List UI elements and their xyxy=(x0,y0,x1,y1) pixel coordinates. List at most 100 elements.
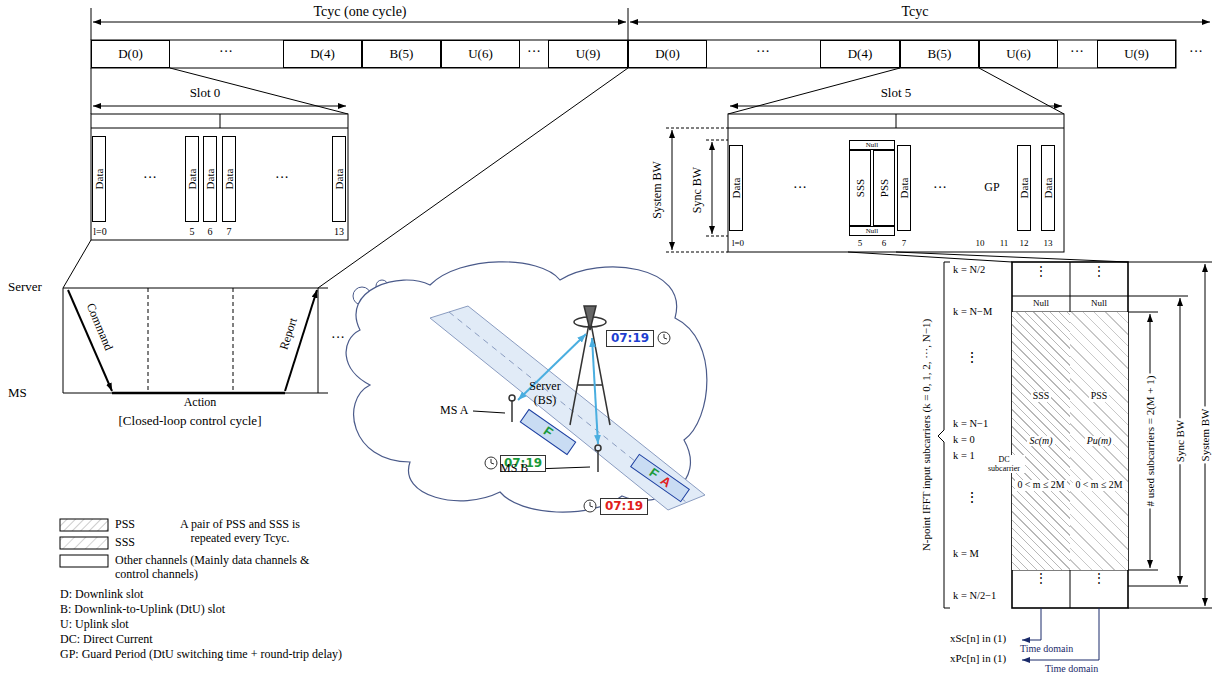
node-text: Data xyxy=(333,169,345,190)
frame-line xyxy=(220,114,221,128)
grid-line xyxy=(1012,296,1128,297)
annotation-label: ⋮ xyxy=(965,490,979,506)
node-text: Sc(m) xyxy=(1027,436,1054,447)
node-text: 0 < m ≤ 2M xyxy=(1073,480,1124,491)
node-text: Null xyxy=(866,228,878,235)
tower-brace xyxy=(578,384,602,386)
node-text: Null xyxy=(1033,299,1049,309)
zoom-line xyxy=(91,68,92,114)
cycle-tick xyxy=(628,8,629,40)
slot-box: D(0) xyxy=(628,40,707,68)
node-text: A xyxy=(658,473,674,490)
legend-text: SSS xyxy=(115,536,135,550)
null-box: Null xyxy=(849,226,895,236)
annotation-label: 5 xyxy=(858,238,863,248)
bw-extension xyxy=(666,252,728,253)
annotation-label: MS xyxy=(8,386,27,401)
ms-antenna-tip xyxy=(509,395,515,401)
bw-extension xyxy=(706,236,728,237)
annotation-label: ··· xyxy=(756,44,770,60)
node-text: Data xyxy=(204,169,216,190)
clock-icon xyxy=(584,500,596,512)
channel-box: PSS xyxy=(873,150,895,226)
annotation-label: GP: Guard Period (DtU switching time + r… xyxy=(60,648,342,662)
node-text: Data xyxy=(223,169,235,190)
annotation-label: MS A xyxy=(440,404,468,418)
annotation-label: 13 xyxy=(1044,238,1053,248)
cycle-tick xyxy=(91,8,92,40)
node-text: Data xyxy=(730,178,742,199)
annotation-label: l=0 xyxy=(93,226,106,238)
slot-frame xyxy=(728,114,1064,252)
clock-display: 07:19 xyxy=(606,330,654,347)
cycle-arrow xyxy=(630,22,1210,23)
slot-box: U(6) xyxy=(979,40,1058,68)
node-text: D(0) xyxy=(655,47,680,61)
annotation-label: 10 xyxy=(976,238,985,248)
slot-frame xyxy=(91,114,348,240)
annotation-label: ⋮ xyxy=(1035,265,1047,279)
annotation-label: Tcyc (one cycle) xyxy=(311,4,408,20)
cycle-arrow xyxy=(93,22,626,23)
node-text: SSS xyxy=(1031,391,1051,402)
node-text: U(6) xyxy=(468,47,493,61)
slot-divider xyxy=(233,288,234,393)
node-text: SSS xyxy=(854,179,866,197)
annotation-label: [Closed-loop control cycle] xyxy=(119,414,262,429)
ms-antenna xyxy=(597,450,599,472)
clock-icons xyxy=(485,332,670,512)
bs-tower xyxy=(570,306,610,425)
radio-link xyxy=(592,338,598,444)
zoom-line xyxy=(728,68,900,114)
annotation-label: xPc[n] in (1) xyxy=(950,652,1006,665)
slot-box: D(4) xyxy=(820,40,900,68)
zoom-line xyxy=(979,68,1064,114)
clock-icon xyxy=(658,332,670,344)
annotation-label: U: Uplink slot xyxy=(60,618,129,632)
clock-hands xyxy=(664,334,667,339)
slot-box: D(4) xyxy=(283,40,362,68)
pss-swatch xyxy=(60,519,108,531)
channel-box: Data xyxy=(1017,145,1031,231)
node-text: Pu(m) xyxy=(1085,436,1114,447)
node-text: F xyxy=(541,424,556,440)
leader-line xyxy=(473,411,505,413)
annotation-label: k = 1 xyxy=(953,450,975,462)
annotation-label: ··· xyxy=(331,330,345,346)
annotation-label: 5 xyxy=(190,226,195,238)
bw-extension xyxy=(1128,586,1188,587)
legend-text: Other channels (Mainly data channels & c… xyxy=(115,554,345,582)
node-text: B(5) xyxy=(390,47,414,61)
node-text: Null xyxy=(866,142,878,149)
slot-box: U(9) xyxy=(1097,40,1176,68)
bw-extension xyxy=(706,140,728,141)
annotation-label: ··· xyxy=(1189,44,1203,60)
channel-box: Data xyxy=(185,136,199,222)
annotation-label: 12 xyxy=(1020,238,1029,248)
zoom-line xyxy=(170,68,348,114)
annotation-label: Slot 0 xyxy=(188,86,223,101)
slot-box: D(0) xyxy=(91,40,170,68)
annotation-label: System BW xyxy=(1199,407,1212,464)
annotation-label: ··· xyxy=(219,44,233,60)
node-text: Data xyxy=(93,169,105,190)
node-text: 0 < m ≤ 2M xyxy=(1015,480,1066,491)
channel-box: Data xyxy=(332,136,346,222)
node-text: 07:19 xyxy=(605,500,643,513)
guard-period: GP xyxy=(968,150,1016,226)
annotation-label: Time domain xyxy=(1020,643,1073,655)
annotation-label: System BW xyxy=(651,159,665,221)
annotation-label: Sync BW xyxy=(691,165,705,215)
bw-extension xyxy=(1128,296,1188,297)
node-text: Data xyxy=(898,178,910,199)
channel-box: SSS xyxy=(849,150,871,226)
annotation-label: MS B xyxy=(500,462,528,476)
node-text: GP xyxy=(984,181,999,194)
bw-extension xyxy=(666,128,728,129)
road-centerline xyxy=(449,312,686,502)
annotation-label: 11 xyxy=(1000,238,1009,248)
null-row: Null xyxy=(1070,296,1128,312)
annotation-label: 13 xyxy=(334,226,344,238)
clock-icon xyxy=(485,457,497,469)
